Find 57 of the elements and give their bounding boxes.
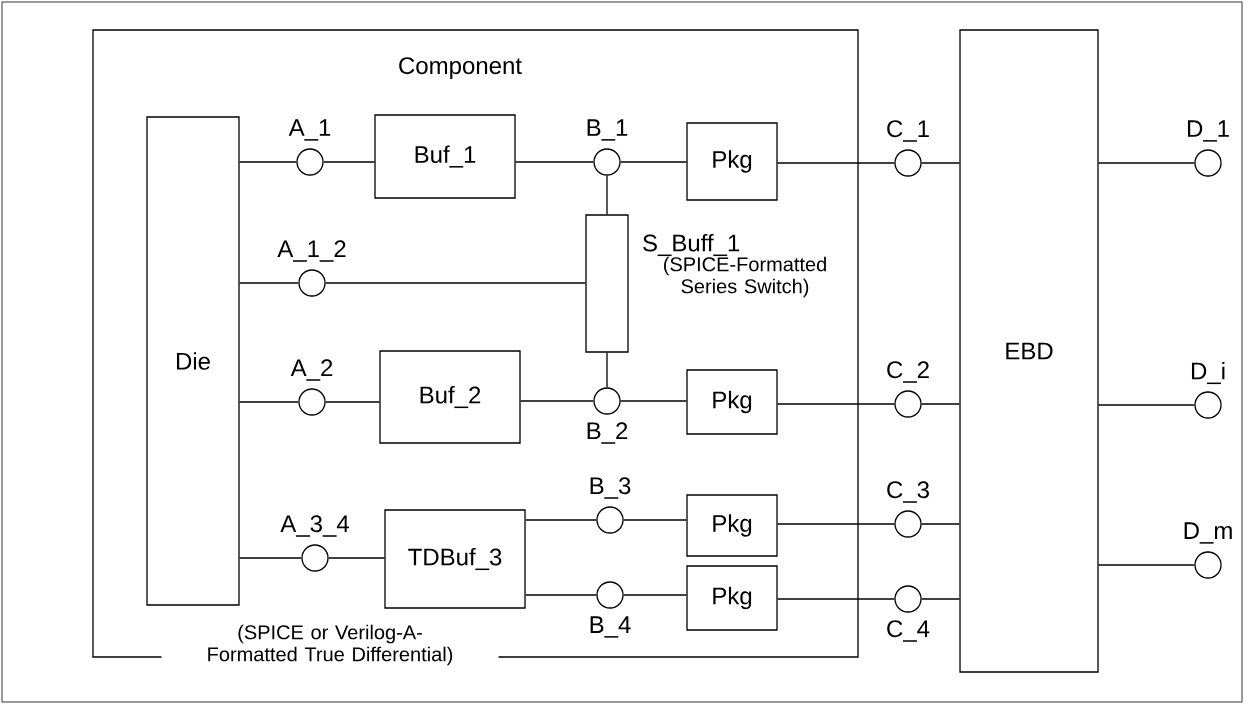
wire [323,161,375,163]
node-label: (SPICE-Formatted Series Switch) [664,256,826,298]
block-box: TDBuf_3 [384,509,526,609]
pin-label: A_1 [288,119,331,141]
wire [239,401,299,403]
pin-label: B_2 [587,422,628,444]
pin-label: B_1 [587,119,628,141]
pin-label: C_2 [887,361,929,383]
wire [1098,564,1195,566]
pin-label: A_2 [290,359,333,381]
wire [777,523,895,525]
pin-label: C_3 [887,481,929,503]
wire [921,523,960,525]
wire [623,519,687,521]
wire [623,594,687,596]
wire [777,403,895,405]
pin-label: B_4 [590,616,631,638]
pin-label: D_i [1192,361,1225,385]
wire [606,352,608,388]
wire [239,282,299,284]
pin-label: A_1_2 [277,240,346,262]
wire [520,400,594,402]
pin-label: C_4 [887,620,930,642]
wire [777,598,895,600]
block-box: Buf_1 [374,114,516,199]
wire [239,557,302,559]
wire [620,161,687,163]
box-label: S_Buff_1 [643,233,740,257]
wire [328,557,385,559]
block-box: Pkg [686,122,778,201]
wire [525,519,597,521]
pin-label: C_1 [887,120,929,142]
block-box: Pkg [686,565,778,631]
wire [515,161,594,163]
pin-label: D_m [1184,522,1232,544]
pin-label: D_1 [1188,120,1229,142]
wire [1098,404,1195,406]
pin-label: A_3_4 [280,515,349,537]
block-box: Pkg [686,369,778,435]
wire [620,400,687,402]
pin-label: B_3 [590,477,631,499]
wire [921,403,960,405]
block-box: Buf_2 [379,350,521,444]
block-box: Die [146,116,240,606]
wire [921,162,960,164]
block-box: Pkg [686,494,778,557]
node-label: (SPICE or Verilog-A-Formatted True Differential) [161,623,499,667]
block-box: EBD [959,29,1099,673]
wire [606,175,608,215]
wire [921,598,960,600]
box-title: Component [399,57,522,79]
wire [777,162,895,164]
wire [525,594,597,596]
wire [325,282,586,284]
wire [325,401,380,403]
wire [1098,162,1195,164]
wire [239,161,297,163]
